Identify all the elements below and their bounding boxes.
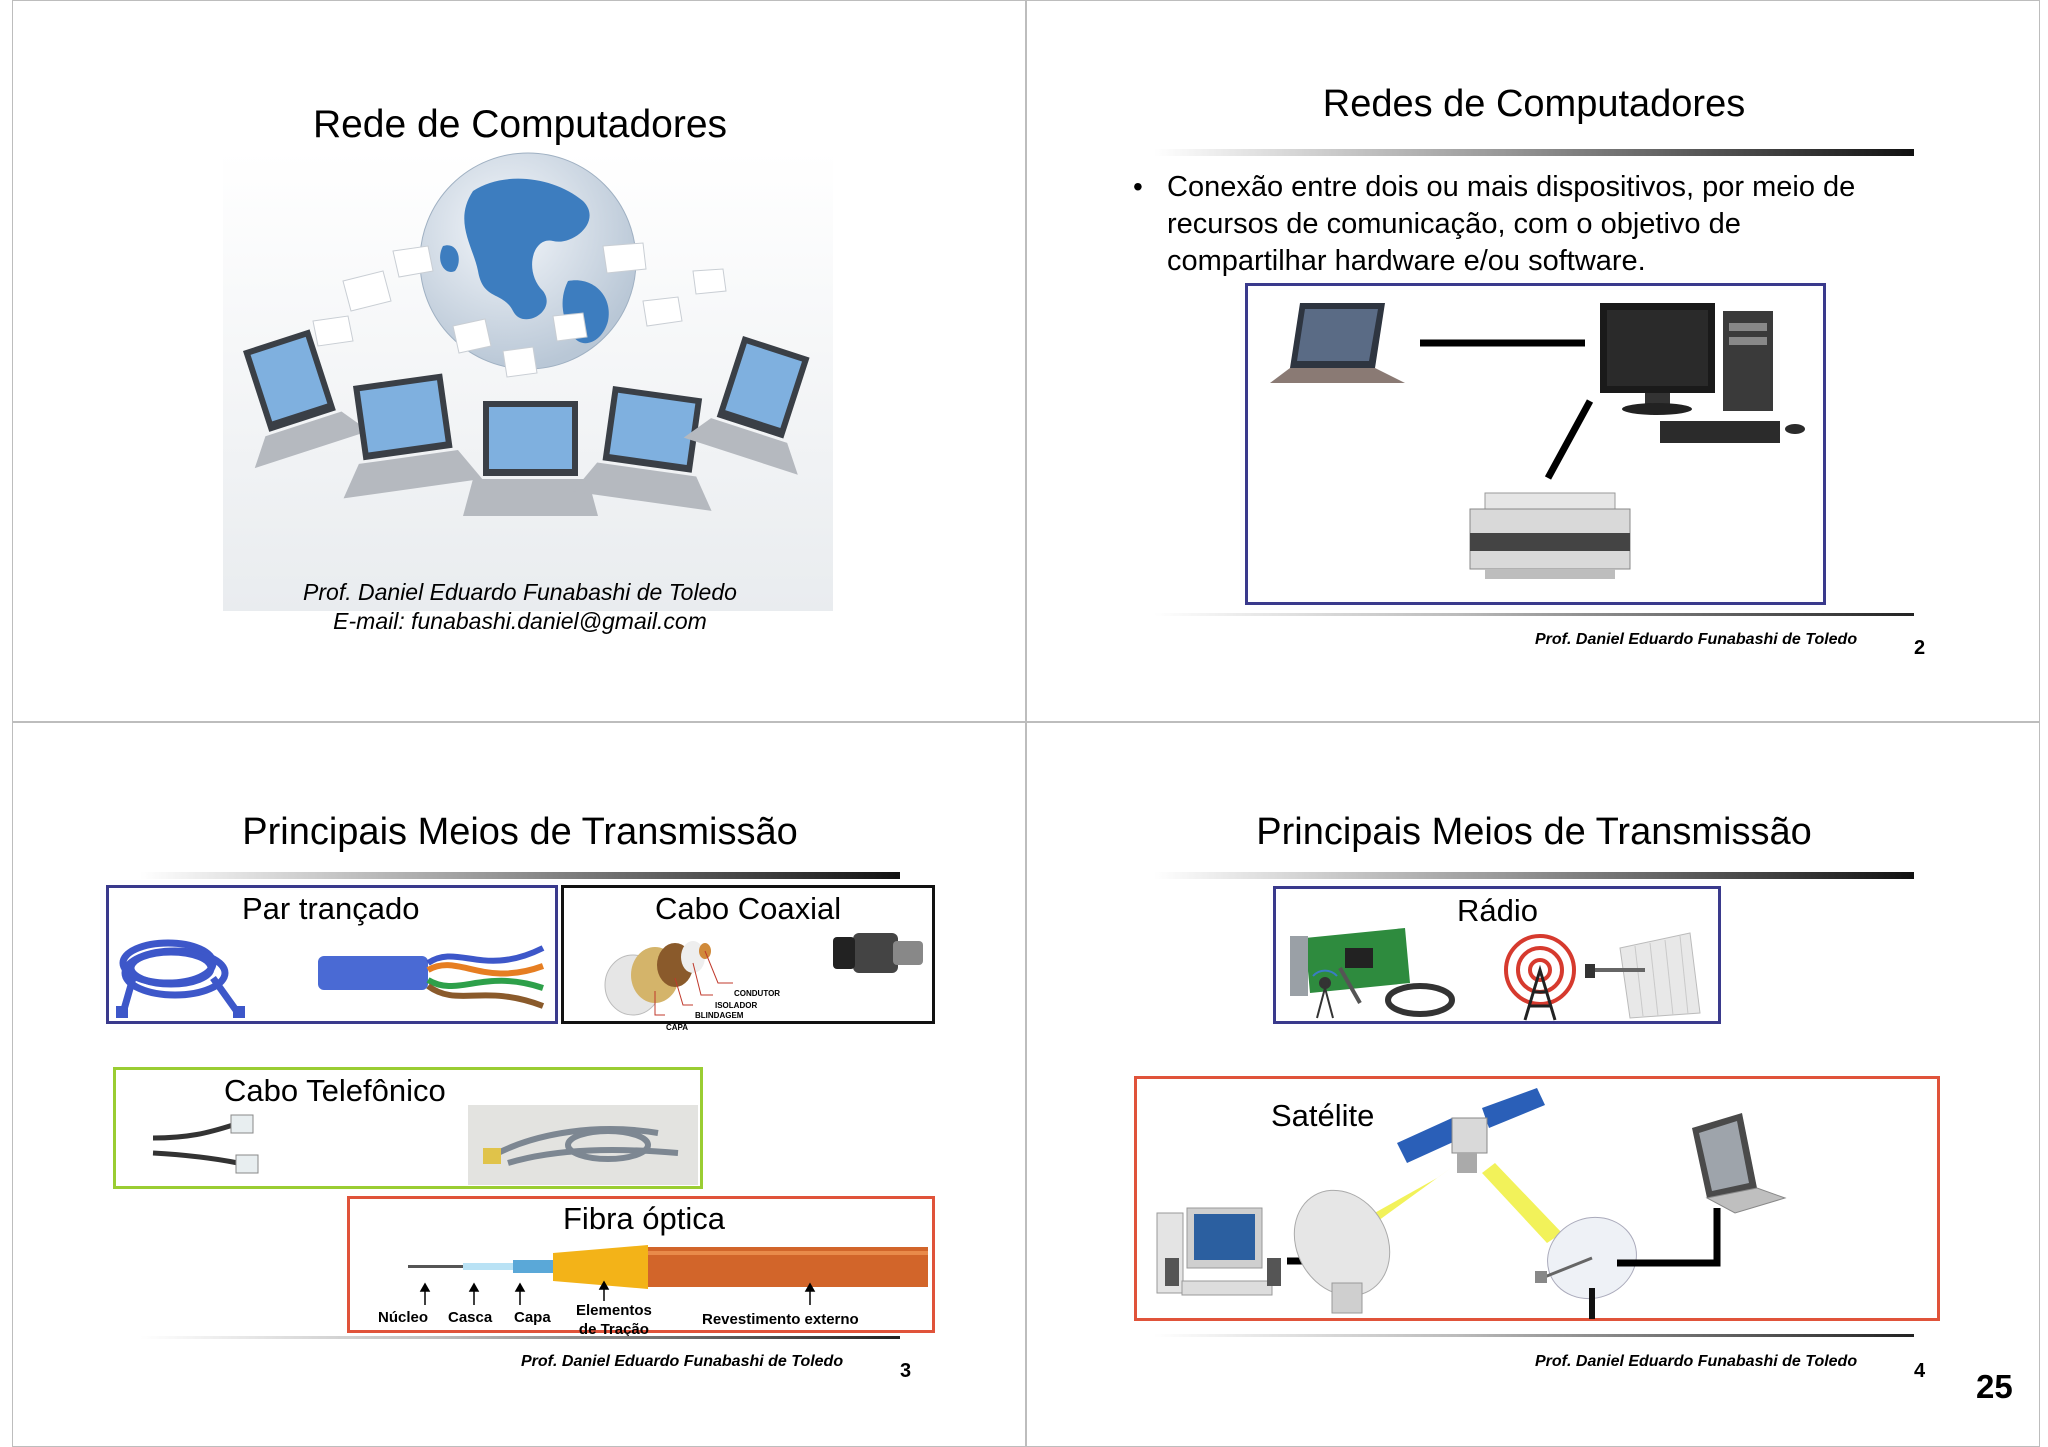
fiber-label-nucleo: Núcleo (378, 1309, 429, 1326)
coax-label-capa: CAPA (666, 1023, 689, 1032)
coax-label-blindagem: BLINDAGEM (695, 1011, 744, 1020)
antenna-tower-small-icon (1312, 969, 1338, 1019)
fiber-arrows (419, 1280, 816, 1305)
coax-label-condutor: CONDUTOR (734, 989, 781, 998)
footer-divider (1154, 1334, 1914, 1337)
slide-3: Principais Meios de Transmissão Par tran… (12, 722, 1026, 1447)
coaxial-cable-image (604, 933, 923, 1016)
satellite-icon (1397, 1088, 1545, 1173)
bullet-dot: • (1133, 171, 1143, 202)
coaxial-cable-label: Cabo Coaxial (655, 891, 842, 926)
title-divider (1154, 872, 1914, 879)
telephone-cable-box (113, 1067, 703, 1189)
grid-antenna-icon (1585, 932, 1701, 1019)
slide-4-number: 4 (1914, 1360, 1926, 1382)
slide-2-number: 2 (1914, 637, 1926, 659)
satellite-dish-icon (1293, 1189, 1391, 1314)
radio-equipment-image (1290, 928, 1701, 1021)
fiber-optic-label: Fibra óptica (563, 1201, 725, 1236)
network-diagram-box (1245, 283, 1826, 605)
twisted-pair-label: Par trançado (242, 891, 420, 926)
network-diagram (1270, 303, 1805, 579)
fiber-optic-image (408, 1245, 928, 1289)
home-satellite-dish-icon (1535, 1216, 1637, 1319)
slide-3-number: 3 (900, 1360, 912, 1382)
slide-4: Principais Meios de Transmissão Rádio (1026, 722, 2040, 1447)
slide-4-title: Principais Meios de Transmissão (1256, 811, 1812, 853)
network-card-icon (1290, 928, 1410, 1004)
desktop-computer-icon (1156, 1207, 1281, 1296)
page-number: 25 (1976, 1368, 2013, 1405)
footer-divider (1154, 613, 1914, 616)
fiber-label-capa: Capa (514, 1309, 551, 1326)
satellite-box (1134, 1076, 1940, 1321)
laptop-icon (1270, 303, 1405, 383)
fiber-label-elementos: Elementos de Tração (576, 1301, 652, 1339)
fiber-label-elementos-1: Elementos (576, 1302, 652, 1319)
satellite-label: Satélite (1271, 1098, 1375, 1133)
bullet-line-1: Conexão entre dois ou mais dispositivos,… (1167, 171, 1856, 203)
printer-icon (1469, 492, 1631, 579)
twisted-pair-box (106, 885, 558, 1024)
slide-3-title: Principais Meios de Transmissão (242, 811, 798, 853)
slide-4-footer: Prof. Daniel Eduardo Funabashi de Toledo (1535, 1353, 1858, 1370)
bullet-line-2: recursos de comunicação, com o objetivo … (1167, 208, 1741, 240)
desktop-computer-icon (1600, 303, 1805, 443)
slide-1-title: Rede de Computadores (312, 103, 728, 146)
bullet-line-3: compartilhar hardware e/ou software. (1167, 245, 1646, 277)
radio-label: Rádio (1457, 893, 1538, 928)
twisted-pair-cable-image (116, 939, 545, 1018)
fiber-optic-box (347, 1196, 935, 1333)
telephone-cable-image (152, 1105, 698, 1185)
author-name: Prof. Daniel Eduardo Funabashi de Toledo (303, 579, 737, 605)
telephone-cable-label: Cabo Telefônico (224, 1073, 446, 1108)
fiber-label-elementos-2: de Tração (578, 1321, 649, 1338)
satellite-network-image (1156, 1088, 1787, 1319)
title-divider (1154, 149, 1914, 156)
slide-2-footer: Prof. Daniel Eduardo Funabashi de Toledo (1535, 631, 1858, 648)
slide-3-footer: Prof. Daniel Eduardo Funabashi de Toledo (521, 1353, 844, 1370)
coaxial-cable-box (561, 885, 935, 1024)
footer-divider (140, 1336, 900, 1339)
radio-box (1273, 886, 1721, 1024)
author-email: E-mail: funabashi.daniel@gmail.com (333, 608, 707, 634)
fiber-label-revestimento: Revestimento externo (702, 1311, 859, 1328)
bullet-text: Conexão entre dois ou mais dispositivos,… (1167, 169, 1855, 280)
slide-1: Rede de Computadores (12, 0, 1026, 722)
title-divider (140, 872, 900, 879)
slide-2: Redes de Computadores • Conexão entre do… (1026, 0, 2040, 722)
fiber-label-casca: Casca (448, 1309, 493, 1326)
laptop-icon (1692, 1113, 1787, 1214)
coax-label-isolador: ISOLADOR (715, 1001, 758, 1010)
network-illustration (223, 151, 833, 611)
slide-2-title: Redes de Computadores (1322, 83, 1746, 125)
bnc-connector-icon (833, 933, 923, 973)
